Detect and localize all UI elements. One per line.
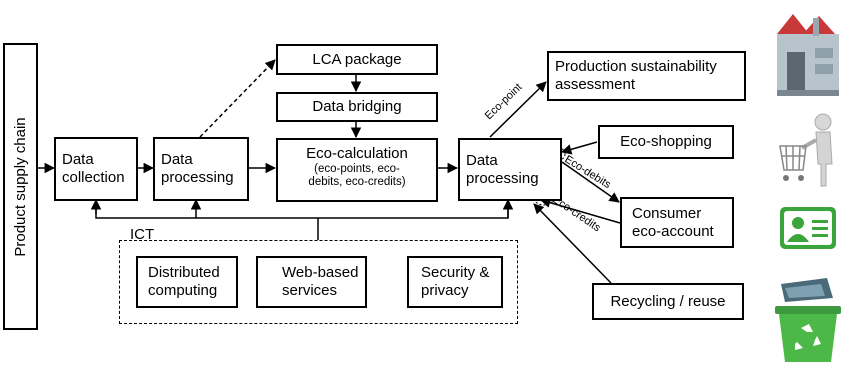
- recycle-bin-icon: [775, 278, 841, 362]
- shopping-cart-icon: [779, 113, 833, 187]
- product-supply-chain-box: Product supply chain: [3, 43, 38, 330]
- eco-shopping-box: Eco-shopping: [598, 125, 734, 159]
- consumer-eco-account-box: Consumer eco-account: [620, 197, 734, 248]
- arrow-processing2-to-consumer: [561, 161, 620, 203]
- security-privacy-line1: Security &: [421, 264, 490, 281]
- distributed-computing-line2: computing: [148, 282, 218, 299]
- data-collection-line1: Data: [62, 151, 94, 168]
- data-processing-box-1: Data processing: [153, 137, 249, 201]
- production-assessment-line2: assessment: [555, 76, 636, 93]
- arrow-shopping-to-processing2: [560, 141, 598, 155]
- ict-label: ICT: [130, 226, 155, 243]
- distributed-computing-box: Distributed computing: [136, 256, 238, 308]
- data-collection-box: Data collection: [54, 137, 138, 201]
- consumer-account-line2: eco-account: [632, 222, 714, 240]
- ict-feedback-line: [95, 203, 509, 219]
- web-based-services-box: Web-based services: [256, 256, 367, 308]
- eco-calculation-box: Eco-calculation (eco-points, eco- debits…: [276, 138, 438, 202]
- arrow-consumer-to-processing2: [539, 197, 621, 224]
- arrow-processing2-to-assessment: [489, 81, 547, 138]
- eco-calculation-detail-2: debits, eco-credits): [308, 176, 406, 188]
- data-processing-2-line2: processing: [466, 169, 539, 187]
- lca-package-label: LCA package: [312, 50, 402, 68]
- data-processing-2-line1: Data: [466, 151, 498, 169]
- arrow-recycling-to-processing2: [533, 203, 612, 284]
- data-processing-1-line1: Data: [161, 151, 193, 168]
- security-privacy-line2: privacy: [421, 282, 469, 299]
- web-based-services-line1: Web-based: [282, 264, 359, 281]
- arrow-processing-to-lca: [199, 59, 276, 138]
- production-assessment-box: Production sustainability assessment: [547, 51, 746, 101]
- production-assessment-line1: Production sustainability: [555, 58, 717, 75]
- eco-debits-label: Eco-debits: [562, 153, 613, 191]
- eco-calculation-title: Eco-calculation: [306, 145, 408, 162]
- data-collection-line2: collection: [62, 169, 125, 186]
- factory-icon: [777, 14, 839, 96]
- product-supply-chain-label: Product supply chain: [11, 116, 29, 257]
- consumer-account-line1: Consumer: [632, 204, 702, 222]
- security-privacy-box: Security & privacy: [407, 256, 503, 308]
- ict-group: [119, 240, 518, 324]
- eco-calculation-detail-1: (eco-points, eco-: [314, 163, 400, 175]
- eco-shopping-label: Eco-shopping: [620, 133, 712, 150]
- data-processing-1-line2: processing: [161, 169, 234, 186]
- data-bridging-box: Data bridging: [276, 92, 438, 122]
- recycling-box: Recycling / reuse: [592, 283, 744, 320]
- data-bridging-label: Data bridging: [312, 98, 402, 115]
- eco-point-label: Eco-point: [483, 81, 525, 122]
- distributed-computing-line1: Distributed: [148, 264, 220, 281]
- recycling-label: Recycling / reuse: [610, 292, 726, 310]
- web-based-services-line2: services: [282, 282, 338, 299]
- id-card-icon: [780, 207, 836, 249]
- data-processing-box-2: Data processing: [458, 138, 562, 201]
- lca-package-box: LCA package: [276, 44, 438, 75]
